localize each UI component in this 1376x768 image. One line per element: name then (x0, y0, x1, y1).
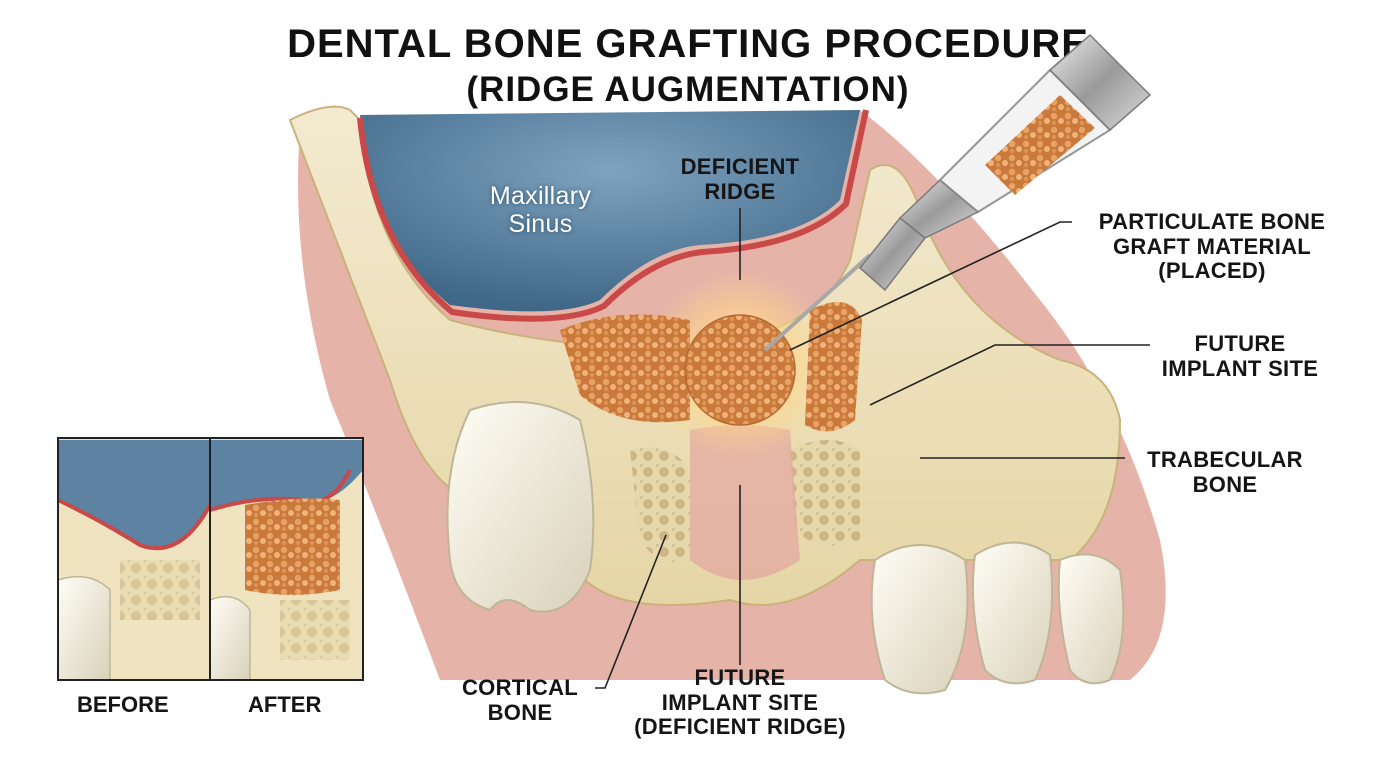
ridge-tissue (690, 425, 800, 580)
diagram-subtitle: (RIDGE AUGMENTATION) (466, 70, 910, 109)
trabecular-right (790, 440, 860, 546)
maxillary-sinus (360, 110, 860, 312)
leader-lines (595, 208, 1150, 689)
tooth-3 (1057, 553, 1125, 685)
label-before: BEFORE (77, 692, 169, 717)
graft-material-mass (684, 314, 796, 426)
molar-tooth (446, 401, 595, 613)
graft-syringe (763, 33, 1152, 352)
graft-left (560, 314, 690, 423)
trabecular-left (630, 447, 690, 563)
graft-right (805, 302, 862, 432)
diagram-title: DENTAL BONE GRAFTING PROCEDURE (287, 22, 1089, 66)
label-after: AFTER (248, 692, 322, 717)
before-after-inset (57, 437, 364, 681)
tooth-2 (971, 541, 1054, 685)
label-future-implant-site-deficient: FUTURE IMPLANT SITE (DEFICIENT RIDGE) (634, 665, 846, 740)
sinus-membrane (357, 109, 869, 322)
tooth-1 (870, 544, 969, 695)
